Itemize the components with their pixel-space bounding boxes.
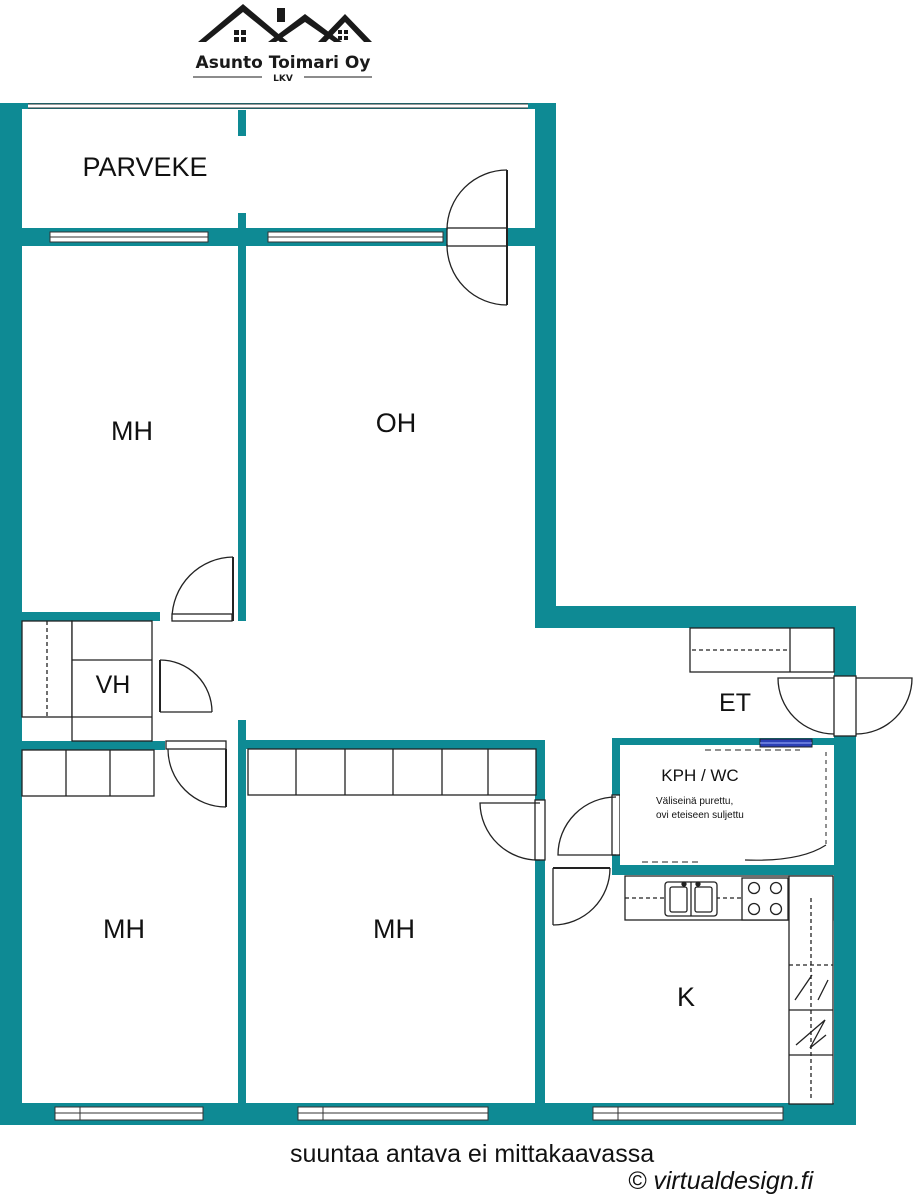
stove-icon [741,877,789,921]
room-label-walk-in-closet: VH [96,671,131,699]
room-label-living-room: OH [376,408,417,438]
logo-company-name: Asunto Toimari Oy [196,53,371,73]
appliance-lightning-icon [794,974,829,1049]
disclaimer-text: suuntaa antava ei mittakaavassa [290,1140,655,1168]
bathroom-note-line2: ovi eteiseen suljettu [656,810,744,821]
sink-icon [664,881,718,917]
copyright-text: © virtualdesign.fi [628,1167,814,1195]
logo-lkv: LKV [273,74,293,84]
logo: Asunto Toimari Oy LKV [193,4,372,84]
room-label-bedroom-top-left: MH [111,416,153,446]
room-label-hall: ET [719,689,751,717]
bathroom-note-line1: Väliseinä purettu, [656,796,733,807]
windows [28,103,784,1121]
walls [0,103,856,1125]
doors [159,169,913,926]
furniture [21,620,835,797]
room-label-bedroom-bottom-middle: MH [373,914,415,944]
room-label-bathroom: KPH / WC [661,766,738,785]
bathroom-area [620,738,834,865]
kitchen-counter [624,875,834,1105]
house-roof-icon [198,4,372,42]
room-label-bedroom-bottom-left: MH [103,914,145,944]
room-label-balcony: PARVEKE [82,152,207,182]
room-label-kitchen: K [677,982,695,1012]
room-labels: PARVEKE MH OH VH ET KPH / WC Väliseinä p… [82,152,751,1012]
